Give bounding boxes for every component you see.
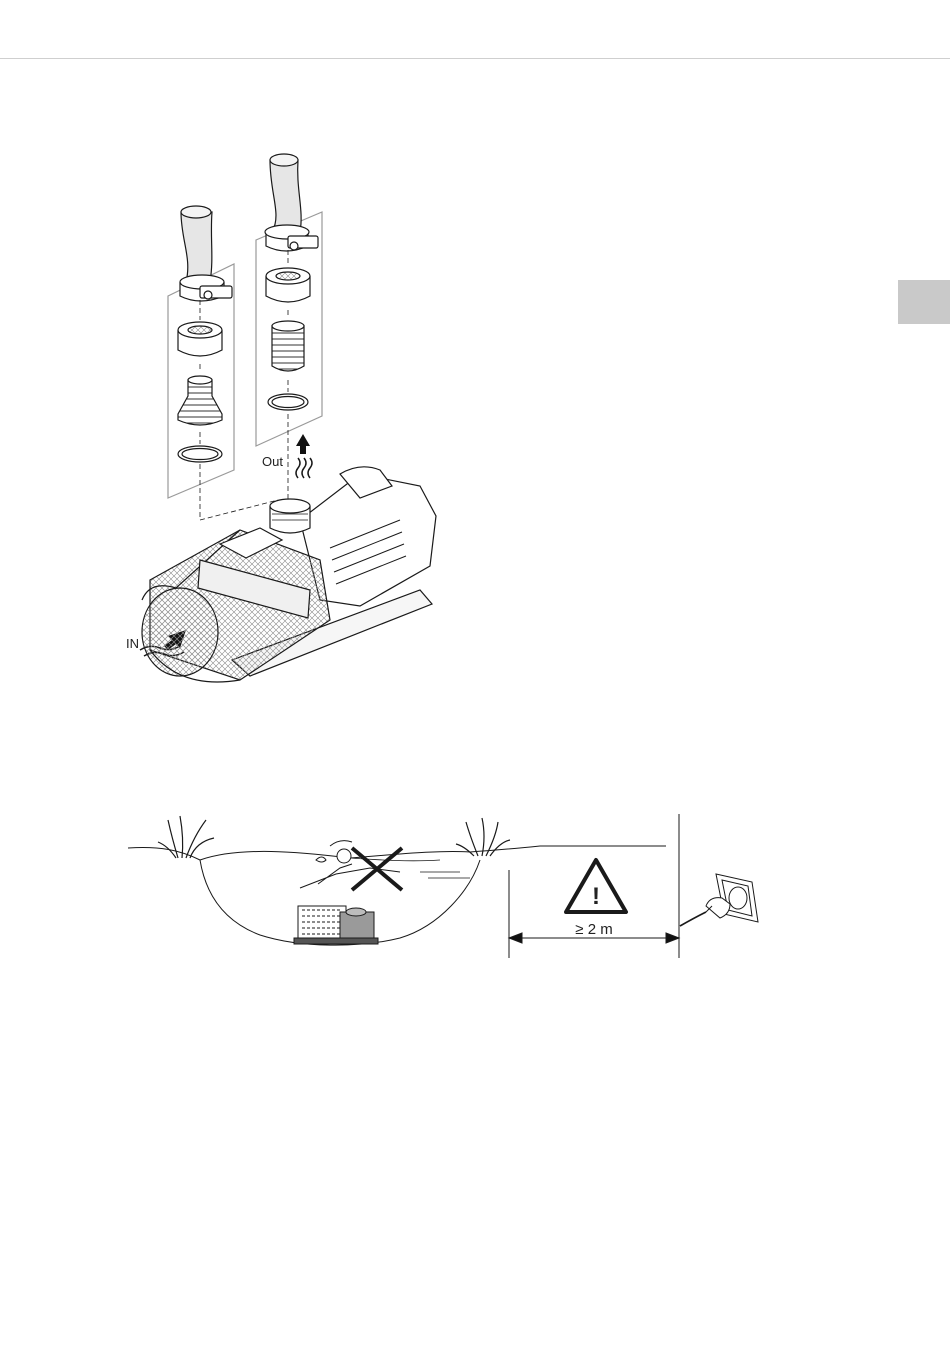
hose-icon — [270, 154, 301, 232]
union-nut-icon — [178, 322, 222, 356]
plug-icon — [680, 898, 730, 926]
pond-safety-figure: ! ≥ 2 m — [128, 814, 758, 958]
hose-clamp-icon — [265, 225, 318, 251]
inlet-label: IN — [126, 636, 139, 651]
outlet-label: Out — [262, 454, 283, 469]
right-hose-assembly — [256, 154, 322, 500]
hose-connection-figure: Out IN — [126, 154, 436, 682]
hose-tail-icon — [272, 321, 304, 371]
left-hose-assembly — [168, 206, 278, 520]
hose-tail-icon — [178, 376, 222, 425]
pump-icon — [142, 467, 436, 682]
reed-plant-icon — [456, 818, 510, 856]
union-nut-icon — [266, 268, 310, 302]
warning-symbol: ! — [592, 883, 600, 910]
hose-icon — [181, 206, 212, 282]
reed-plant-icon — [158, 816, 214, 858]
distance-label: ≥ 2 m — [575, 921, 612, 938]
submerged-pump-icon — [294, 906, 378, 944]
hose-clamp-icon — [180, 275, 232, 301]
outflow-arrow-icon — [296, 434, 312, 478]
no-swimming-icon — [300, 841, 402, 890]
